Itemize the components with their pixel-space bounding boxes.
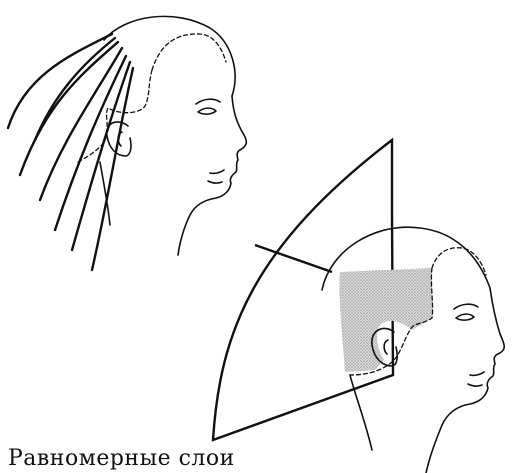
lips-2 <box>468 372 484 386</box>
neck-front <box>178 215 190 255</box>
caption: Равномерные слои <box>8 446 235 471</box>
head-with-even-layers <box>322 227 504 473</box>
hairline <box>78 34 226 162</box>
eyebrow-2 <box>454 304 478 309</box>
eye <box>198 108 216 114</box>
head-with-ponytail <box>8 16 246 270</box>
lips <box>208 170 224 183</box>
face-profile-2 <box>442 288 504 425</box>
shaded-hair-area <box>340 268 433 372</box>
eyebrow <box>196 99 220 104</box>
eye-2 <box>456 314 474 320</box>
face-profile <box>190 96 246 215</box>
neck-front-2 <box>426 425 442 473</box>
